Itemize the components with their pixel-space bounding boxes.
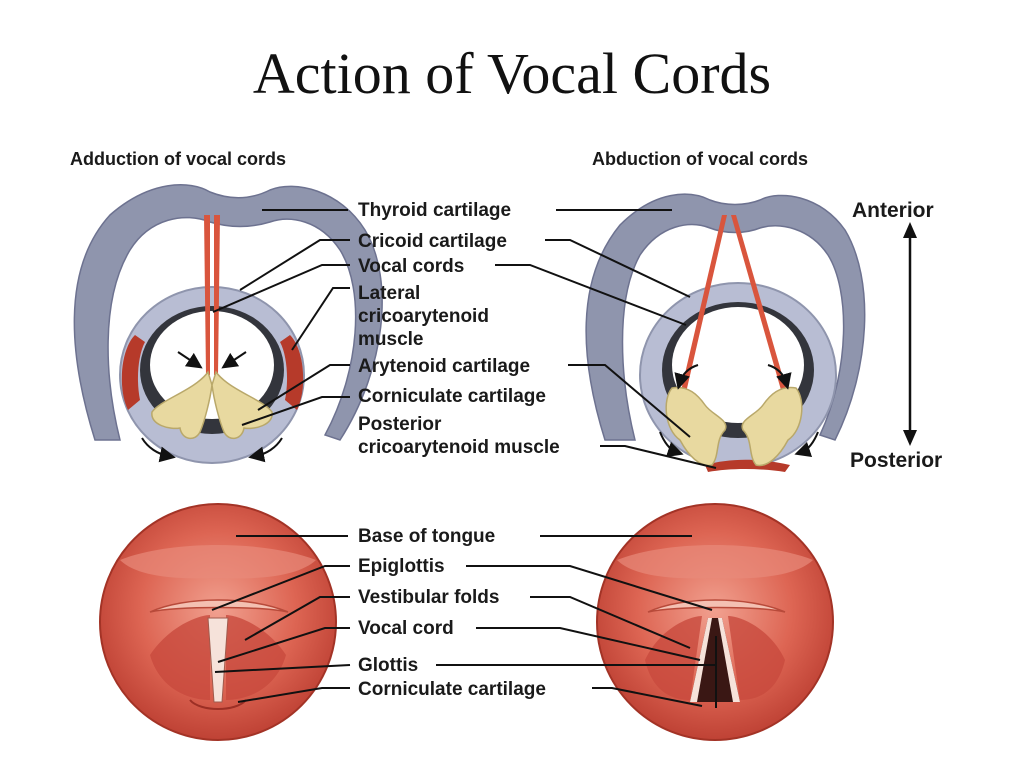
laryngoscope-view-right [596, 503, 834, 741]
epiglottis-left [149, 599, 289, 613]
label-lateral-2: cricoarytenoid [358, 306, 489, 327]
abduction-arrow-right [767, 364, 792, 390]
vocal-cord-left-a [204, 215, 210, 375]
label-lateral-3: muscle [358, 329, 423, 350]
abduction-illustration [585, 193, 866, 472]
adduction-arrow-left [177, 351, 203, 369]
vocal-cords-closed-left [207, 617, 229, 703]
label-cricoid-cartilage: Cricoid cartilage [358, 231, 507, 252]
label-thyroid-cartilage: Thyroid cartilage [358, 200, 511, 221]
vestibular-folds-left [150, 615, 210, 700]
laryngoscope-view-left [99, 503, 337, 741]
airway-inner-right [672, 307, 804, 423]
rotation-arrow-right [248, 437, 283, 463]
top-leader-lines [212, 209, 717, 469]
label-arytenoid-cartilage: Arytenoid cartilage [358, 356, 530, 377]
label-corniculate-cartilage-top: Corniculate cartilage [358, 386, 546, 407]
label-lateral-1: Lateral [358, 283, 420, 304]
arytenoid-cartilage-right-a [665, 386, 727, 467]
posterior-arrowhead [903, 430, 917, 446]
thyroid-cartilage-left [73, 184, 383, 441]
adduction-heading: Adduction of vocal cords [70, 149, 286, 169]
abduction-heading: Abduction of vocal cords [592, 149, 808, 169]
adduction-arrow-right [221, 351, 247, 369]
vocal-cord-right-b [731, 215, 788, 397]
label-corniculate-cartilage-bottom: Corniculate cartilage [358, 679, 546, 700]
anterior-label: Anterior [852, 199, 934, 222]
slide-title: Action of Vocal Cords [252, 41, 772, 106]
label-posterior-1: Posterior [358, 414, 442, 435]
label-vestibular-folds: Vestibular folds [358, 587, 499, 608]
vocal-cord-right-view-a [690, 618, 712, 702]
label-posterior-2: cricoarytenoid muscle [358, 437, 560, 458]
lateral-muscle-left-b [280, 335, 304, 410]
vocal-cord-right-a [680, 215, 727, 397]
vestibular-folds-right [645, 616, 702, 700]
abduction-arrow-left [674, 364, 699, 390]
vocal-cord-right-view-b [718, 618, 740, 702]
thyroid-cartilage-right [585, 193, 866, 441]
label-base-of-tongue: Base of tongue [358, 526, 495, 547]
arytenoid-cartilage-left-a [151, 370, 213, 440]
lateral-muscle-left-a [121, 335, 145, 410]
rotation-arrow-left [141, 437, 176, 463]
posterior-label: Posterior [850, 449, 942, 472]
vocal-cord-left-b [214, 215, 220, 375]
rotation-arrow-right-b [794, 431, 819, 458]
label-epiglottis: Epiglottis [358, 556, 445, 577]
label-glottis: Glottis [358, 655, 418, 676]
arytenoid-cartilage-right-b [741, 386, 803, 467]
label-vocal-cords: Vocal cords [358, 256, 464, 277]
arytenoid-cartilage-left-b [211, 370, 273, 440]
anterior-arrowhead [903, 222, 917, 238]
adduction-illustration [73, 184, 383, 464]
rotation-arrow-right-a [659, 431, 684, 458]
bottom-leader-lines [211, 535, 717, 708]
label-vocal-cord: Vocal cord [358, 618, 454, 639]
